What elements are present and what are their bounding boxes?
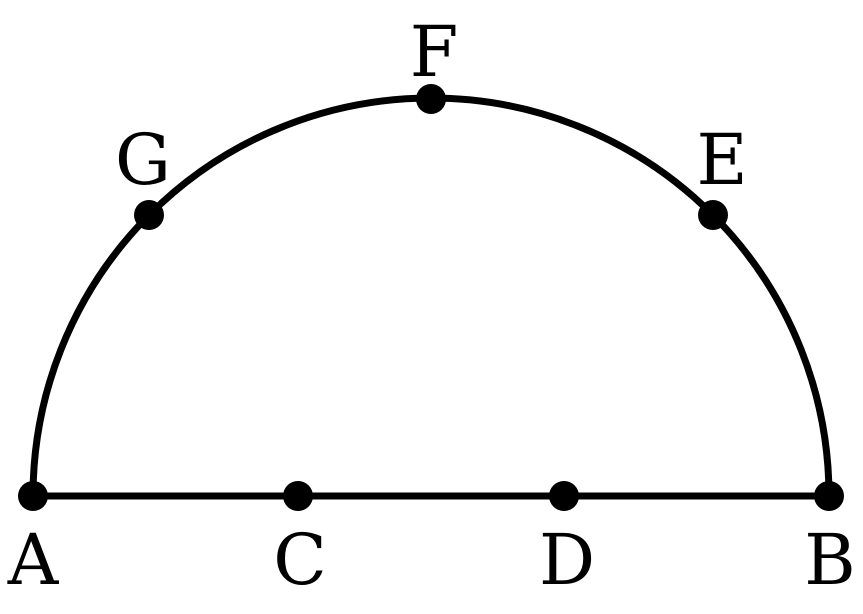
label-g: G: [115, 119, 171, 201]
label-e: E: [696, 119, 747, 201]
label-f: F: [410, 11, 459, 93]
point-d: [549, 481, 579, 511]
label-b: B: [804, 519, 855, 601]
point-c: [283, 481, 313, 511]
label-c: C: [273, 519, 327, 601]
point-e: [698, 200, 728, 230]
point-a: [18, 481, 48, 511]
point-f: [416, 84, 446, 114]
point-g: [134, 200, 164, 230]
label-a: A: [7, 519, 60, 601]
point-b: [814, 481, 844, 511]
label-d: D: [539, 519, 595, 601]
